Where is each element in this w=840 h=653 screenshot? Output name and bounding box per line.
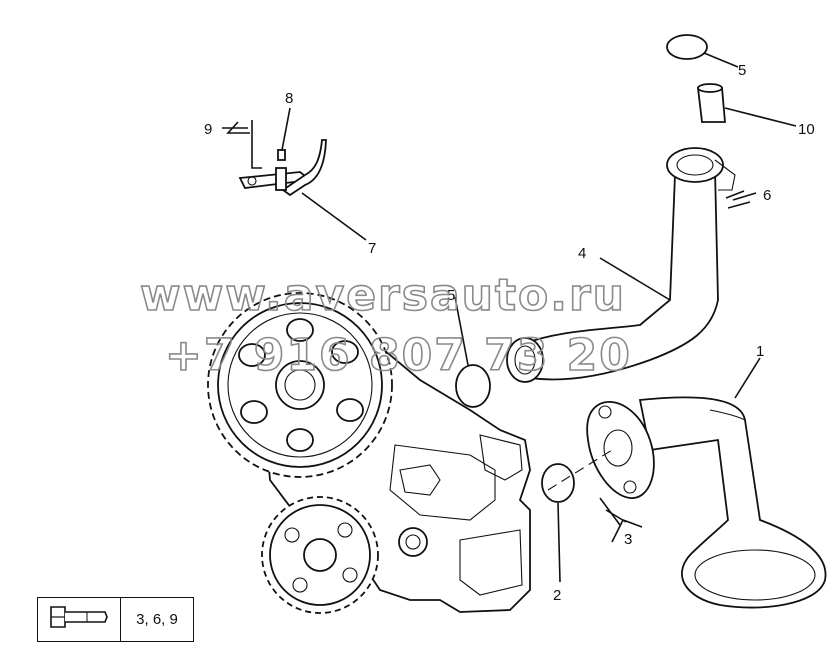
callout-7: 7 bbox=[368, 240, 376, 257]
small-gear bbox=[261, 496, 379, 614]
callout-3: 3 bbox=[624, 531, 632, 548]
callout-4: 4 bbox=[578, 245, 586, 262]
large-gear bbox=[207, 292, 393, 478]
callout-6: 6 bbox=[763, 187, 771, 204]
o-ring-2 bbox=[541, 463, 575, 503]
watermark: www.aversauto.ru +7 916 807 73 20 bbox=[139, 269, 632, 382]
callout-1: 1 bbox=[756, 343, 764, 360]
watermark-site: www.aversauto.ru bbox=[140, 270, 626, 321]
o-ring-5-middle bbox=[455, 364, 491, 408]
callout-2: 2 bbox=[553, 587, 561, 604]
callout-8: 8 bbox=[285, 90, 293, 107]
callout-5-top: 5 bbox=[738, 62, 746, 79]
bolt-icon bbox=[47, 603, 111, 636]
callout-5-middle: 5 bbox=[447, 287, 455, 304]
o-ring-5-top bbox=[666, 34, 708, 60]
watermark-phone: +7 916 807 73 20 bbox=[165, 330, 632, 381]
pipe-bracket bbox=[238, 139, 327, 197]
oil-strainer-pipe bbox=[638, 396, 827, 609]
legend-icon-cell bbox=[38, 598, 121, 641]
filler-sleeve bbox=[696, 83, 726, 123]
oil-filler-pipe bbox=[506, 147, 736, 383]
callout-9: 9 bbox=[204, 121, 212, 138]
strainer-flange bbox=[586, 401, 655, 499]
callout-labels: 1 2 3 4 5 5 6 7 8 9 10 bbox=[204, 62, 815, 604]
leader-lines bbox=[222, 52, 797, 583]
legend-text: 3, 6, 9 bbox=[136, 611, 178, 628]
axis-line bbox=[547, 449, 613, 491]
fastener-legend: 3, 6, 9 bbox=[37, 597, 194, 642]
callout-10: 10 bbox=[798, 121, 815, 138]
